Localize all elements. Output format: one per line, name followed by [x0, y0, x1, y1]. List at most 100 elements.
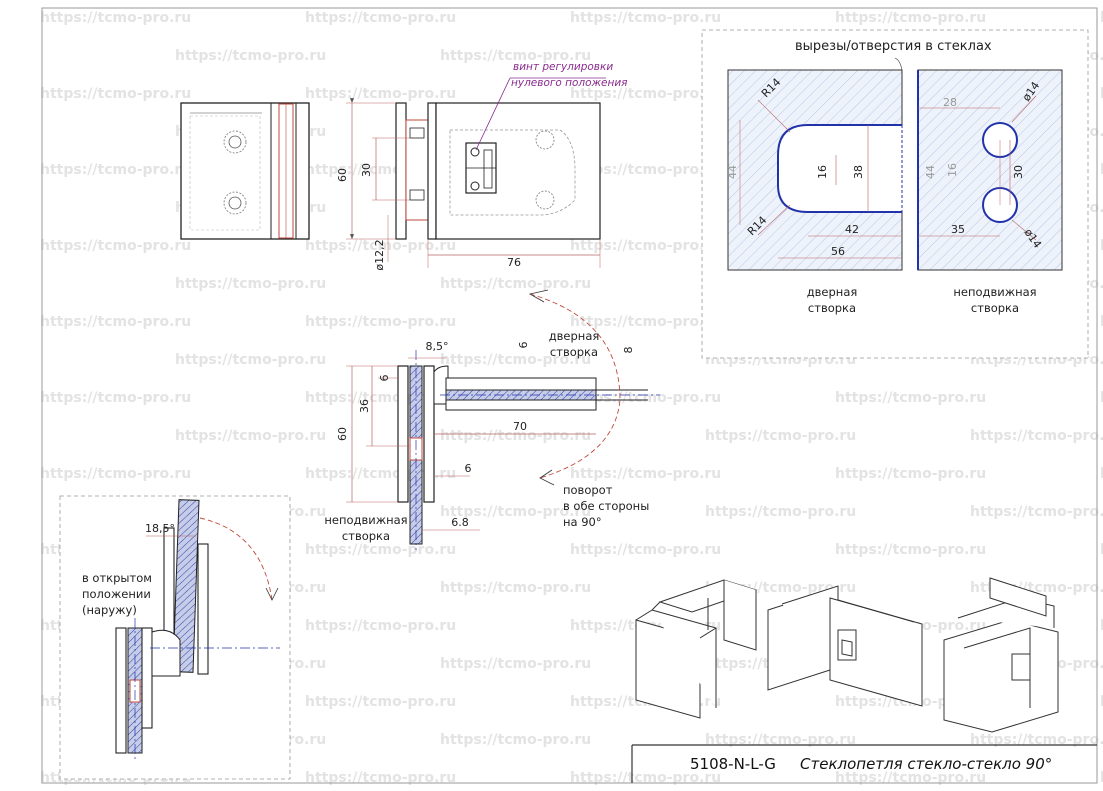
- watermark-text: https://tcmo-pro.ru: [305, 542, 456, 558]
- watermark-text: https://tcmo-pro.ru: [570, 10, 721, 26]
- sheet-border: [41, 7, 1098, 784]
- watermark-text: https://tcmo-pro.ru: [305, 618, 456, 634]
- watermark-text: https://tcmo-pro.ru: [1100, 314, 1103, 330]
- hinge-side-view: [346, 77, 606, 268]
- watermark-text: https://tcmo-pro.ru: [40, 314, 191, 330]
- watermark-text: https://tcmo-pro.ru: [440, 48, 591, 64]
- watermark-text: https://tcmo-pro.ru: [40, 466, 191, 482]
- fixed-dim-44: 44: [924, 165, 937, 179]
- open-position-label-2: положении: [82, 587, 151, 601]
- watermark-text: https://tcmo-pro.ru: [440, 276, 591, 292]
- product-code: 5108-N-L-G: [690, 755, 776, 773]
- door-dim-44: 44: [726, 165, 739, 179]
- watermark-text: https://tcmo-pro.ru: [440, 504, 591, 520]
- watermark-text: https://tcmo-pro.ru: [175, 428, 326, 444]
- watermark-text: https://tcmo-pro.ru: [570, 86, 721, 102]
- isometric-view-3: [943, 577, 1059, 733]
- dim-6-8: 6.8: [451, 516, 469, 529]
- door-dim-38: 38: [852, 165, 865, 179]
- watermark-text: https://tcmo-pro.ru: [705, 428, 856, 444]
- watermark-text: https://tcmo-pro.ru: [175, 276, 326, 292]
- watermark-text: https://tcmo-pro.ru: [305, 86, 456, 102]
- fixed-glass-cutout: [917, 69, 1063, 271]
- watermark-text: https://tcmo-pro.ru: [1100, 390, 1103, 406]
- dim-70: 70: [513, 420, 527, 433]
- watermark-text: https://tcmo-pro.ru: [1100, 162, 1103, 178]
- adjust-screw-note-line-1: винт регулировки: [513, 61, 613, 73]
- open-position-label-1: в открытом: [82, 571, 152, 585]
- title-block: [631, 744, 1097, 783]
- watermark-text: https://tcmo-pro.ru: [570, 314, 721, 330]
- watermark-text: https://tcmo-pro.ru: [1100, 466, 1103, 482]
- watermark-text: https://tcmo-pro.ru: [305, 238, 456, 254]
- watermark-text: https://tcmo-pro.ru: [1100, 618, 1103, 634]
- watermark-text: https://tcmo-pro.ru: [305, 10, 456, 26]
- open-position-view: [115, 499, 280, 760]
- cutout-door-label-2: створка: [808, 301, 856, 315]
- watermark-text: https://tcmo-pro.ru: [570, 542, 721, 558]
- watermark-text: https://tcmo-pro.ru: [40, 238, 191, 254]
- watermark-text: https://tcmo-pro.ru: [1100, 86, 1103, 102]
- door-dim-42: 42: [845, 223, 859, 236]
- watermark-text: https://tcmo-pro.ru: [1100, 238, 1103, 254]
- watermark-text: https://tcmo-pro.ru: [705, 732, 856, 748]
- cutout-fixed-label-1: неподвижная: [953, 285, 1036, 299]
- dim-6-left: 6: [378, 375, 391, 382]
- watermark-text: https://tcmo-pro.ru: [1100, 10, 1103, 26]
- watermark-text: https://tcmo-pro.ru: [40, 10, 191, 26]
- watermark-text: https://tcmo-pro.ru: [570, 238, 721, 254]
- product-name: Стеклопетля стекло-стекло 90°: [800, 755, 1052, 773]
- section-fixed-label-1: неподвижная: [324, 513, 407, 527]
- dim-8-5-deg: 8,5°: [426, 340, 449, 353]
- rotation-note-line-3: на 90°: [563, 515, 602, 529]
- watermark-text: https://tcmo-pro.ru: [1100, 542, 1103, 558]
- watermark-text: https://tcmo-pro.ru: [835, 390, 986, 406]
- hinge-front-view: [180, 102, 310, 240]
- watermark-text: https://tcmo-pro.ru: [40, 86, 191, 102]
- watermark-text: https://tcmo-pro.ru: [970, 428, 1103, 444]
- rotation-note-line-2: в обе стороны: [563, 499, 649, 513]
- watermark-text: https://tcmo-pro.ru: [1100, 770, 1103, 786]
- watermark-text: https://tcmo-pro.ru: [835, 10, 986, 26]
- watermark-text: https://tcmo-pro.ru: [705, 504, 856, 520]
- watermark-text: https://tcmo-pro.ru: [175, 352, 326, 368]
- cutout-fixed-label-2: створка: [971, 301, 1019, 315]
- dim-holes-30: 30: [360, 163, 373, 177]
- section-door-label-2: створка: [550, 345, 598, 359]
- cutout-door-label-1: дверная: [807, 285, 858, 299]
- door-dim-56: 56: [831, 245, 845, 258]
- watermark-text: https://tcmo-pro.ru: [440, 656, 591, 672]
- door-glass-cutout: [727, 57, 903, 271]
- section-view: [346, 289, 660, 550]
- watermark-text: https://tcmo-pro.ru: [440, 428, 591, 444]
- watermark-text: https://tcmo-pro.ru: [40, 162, 191, 178]
- adjust-screw-note-line-2: нулевого положения: [511, 77, 628, 89]
- watermark-text: https://tcmo-pro.ru: [440, 580, 591, 596]
- fixed-dim-16: 16: [946, 163, 959, 177]
- cutouts-title: вырезы/отверстия в стеклах: [795, 39, 992, 54]
- door-dim-16: 16: [816, 165, 829, 179]
- isometric-view-2: [767, 585, 923, 707]
- watermark-text: https://tcmo-pro.ru: [970, 504, 1103, 520]
- dim-8: 8: [622, 347, 635, 354]
- watermark-text: https://tcmo-pro.ru: [305, 314, 456, 330]
- watermark-text: https://tcmo-pro.ru: [440, 352, 591, 368]
- watermark-text: https://tcmo-pro.ru: [570, 770, 721, 786]
- isometric-view-1: [635, 579, 758, 719]
- section-fixed-label-2: створка: [342, 529, 390, 543]
- dim-hole-diameter: ø12,2: [373, 239, 386, 270]
- watermark-text: https://tcmo-pro.ru: [570, 162, 721, 178]
- dim-18-5-deg: 18,5°: [145, 522, 175, 535]
- fixed-dim-28: 28: [943, 96, 957, 109]
- watermark-text: https://tcmo-pro.ru: [570, 466, 721, 482]
- watermark-text: https://tcmo-pro.ru: [1100, 694, 1103, 710]
- watermark-text: https://tcmo-pro.ru: [305, 694, 456, 710]
- watermark-text: https://tcmo-pro.ru: [440, 732, 591, 748]
- section-door-label-1: дверная: [549, 329, 600, 343]
- fixed-dim-30: 30: [1012, 165, 1025, 179]
- watermark-text: https://tcmo-pro.ru: [40, 390, 191, 406]
- watermark-text: https://tcmo-pro.ru: [970, 732, 1103, 748]
- watermark-text: https://tcmo-pro.ru: [835, 466, 986, 482]
